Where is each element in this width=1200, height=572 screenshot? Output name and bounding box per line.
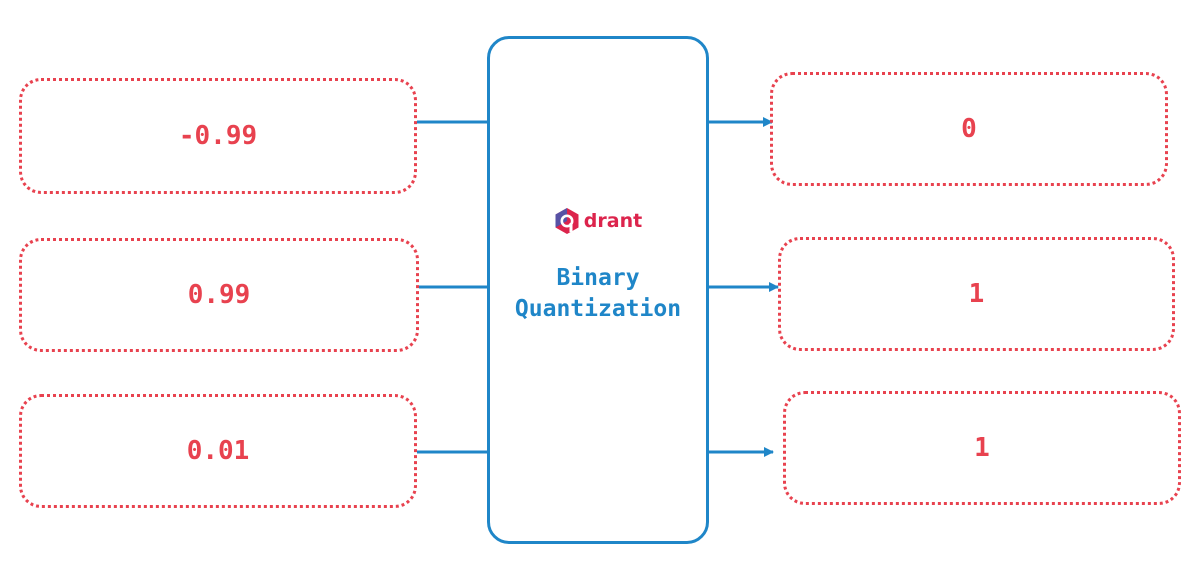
title-line-2: Quantization (514, 296, 682, 322)
output-value-1: 0 (961, 114, 977, 144)
output-box-2: 1 (778, 237, 1175, 351)
qdrant-brand: drant (490, 207, 706, 235)
qdrant-logo-icon (555, 208, 579, 234)
input-value-2: 0.99 (187, 280, 251, 310)
binary-quantization-block: drant Binary Quantization (487, 36, 709, 544)
processor-title: Binary Quantization (490, 263, 706, 325)
input-box-3: 0.01 (19, 394, 417, 508)
input-box-2: 0.99 (19, 238, 419, 352)
input-box-1: -0.99 (19, 78, 417, 194)
output-value-2: 1 (968, 279, 985, 309)
brand-name: drant (583, 210, 643, 232)
output-box-1: 0 (770, 72, 1168, 186)
input-value-3: 0.01 (186, 436, 250, 466)
title-line-1: Binary (556, 265, 640, 291)
output-value-3: 1 (974, 433, 990, 463)
input-value-1: -0.99 (178, 121, 258, 151)
output-box-3: 1 (783, 391, 1181, 505)
